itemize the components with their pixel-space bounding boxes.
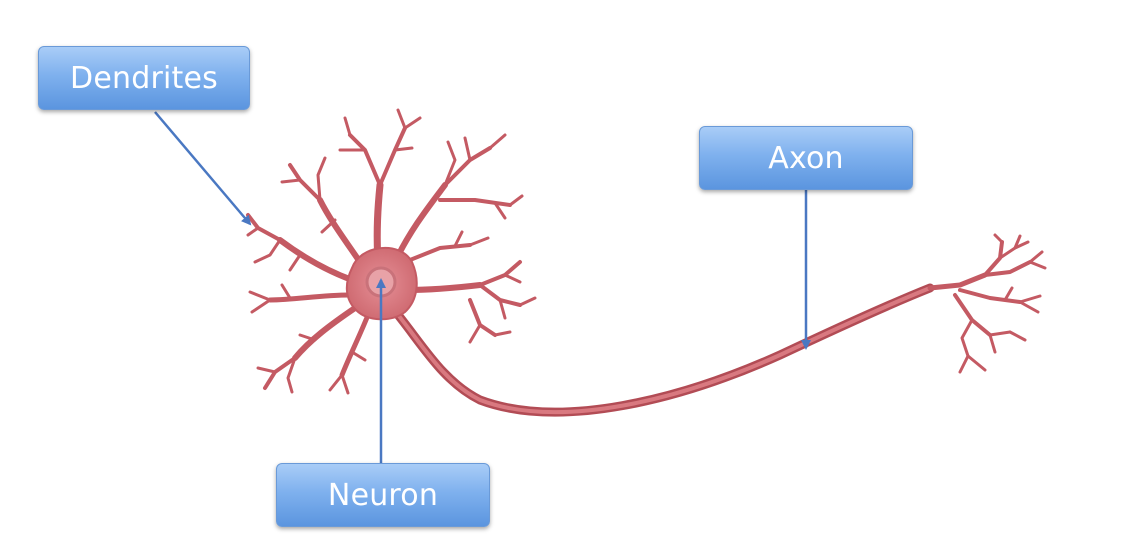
axon-label: Axon bbox=[699, 126, 913, 190]
dendrites-label: Dendrites bbox=[38, 46, 250, 110]
dendrites-shape bbox=[246, 108, 537, 395]
neuron-label: Neuron bbox=[276, 463, 490, 527]
axon-terminals-shape bbox=[927, 233, 1047, 374]
dendrites-arrow bbox=[154, 111, 252, 226]
